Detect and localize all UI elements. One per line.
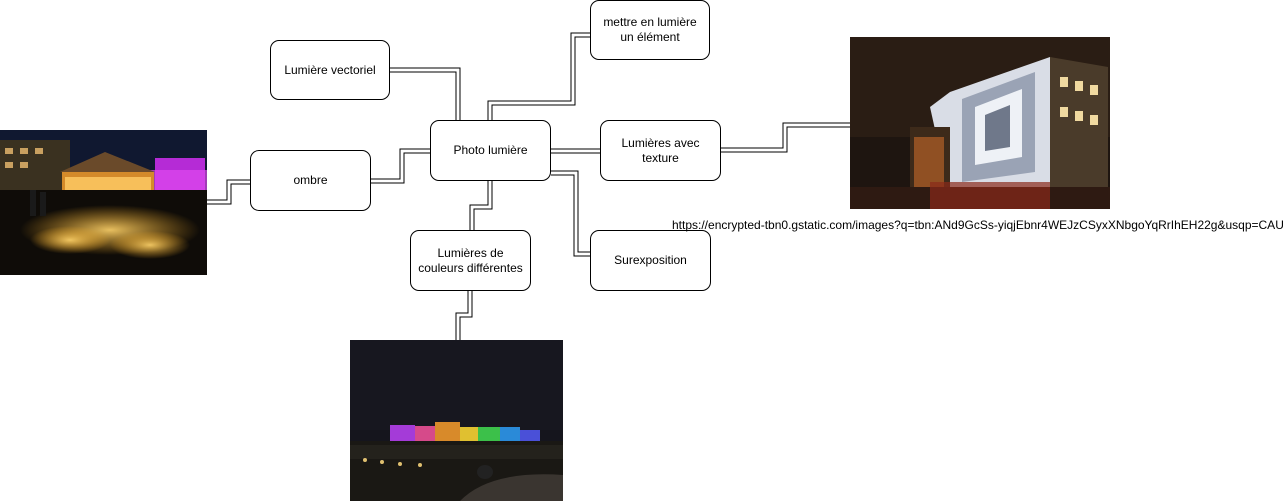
image-url-caption: https://encrypted-tbn0.gstatic.com/image… bbox=[672, 218, 1284, 232]
edge-texture-image bbox=[721, 122, 850, 149]
node-lumiere-vectoriel[interactable]: Lumière vectoriel bbox=[270, 40, 390, 100]
carousel-night-photo[interactable] bbox=[0, 130, 207, 275]
edge-ombre-b bbox=[371, 152, 431, 184]
edge-couleurs-image bbox=[455, 291, 469, 341]
node-label: Lumières de couleurs différentes bbox=[418, 245, 523, 275]
projection-building-photo[interactable] bbox=[850, 37, 1110, 209]
node-label: Surexposition bbox=[614, 253, 687, 267]
node-ombre[interactable]: ombre bbox=[250, 150, 371, 211]
node-surexposition[interactable]: Surexposition bbox=[590, 230, 711, 291]
edge-ombre-image-b bbox=[207, 183, 251, 205]
node-label: Lumière vectoriel bbox=[284, 62, 376, 77]
edge-surexposition-b bbox=[551, 174, 591, 257]
node-label: Lumières avec texture bbox=[621, 135, 700, 165]
edge-vectoriel-b bbox=[390, 71, 457, 121]
edge-mettre bbox=[487, 32, 591, 121]
node-lumieres-de-couleurs[interactable]: Lumières de couleurs différentes bbox=[410, 230, 531, 291]
edge-couleurs-b bbox=[473, 181, 493, 231]
rainbow-building-photo[interactable] bbox=[350, 340, 563, 501]
node-label: Photo lumière bbox=[453, 143, 528, 157]
node-label: ombre bbox=[293, 173, 328, 187]
edge-vectoriel bbox=[390, 67, 461, 121]
edge-couleurs-image-b bbox=[459, 291, 473, 341]
edge-mettre-b bbox=[491, 36, 591, 121]
edge-couleurs bbox=[469, 181, 489, 231]
edge-ombre bbox=[371, 148, 431, 180]
node-mettre-en-lumiere[interactable]: mettre en lumière un élément bbox=[590, 0, 710, 60]
node-photo-lumiere[interactable]: Photo lumière bbox=[430, 120, 551, 181]
node-lumieres-avec-texture[interactable]: Lumières avec texture bbox=[600, 120, 721, 181]
node-label: mettre en lumière un élément bbox=[603, 15, 697, 44]
edge-surexposition bbox=[551, 170, 591, 253]
edge-texture-image-b bbox=[721, 126, 850, 153]
edge-ombre-image bbox=[207, 179, 251, 201]
